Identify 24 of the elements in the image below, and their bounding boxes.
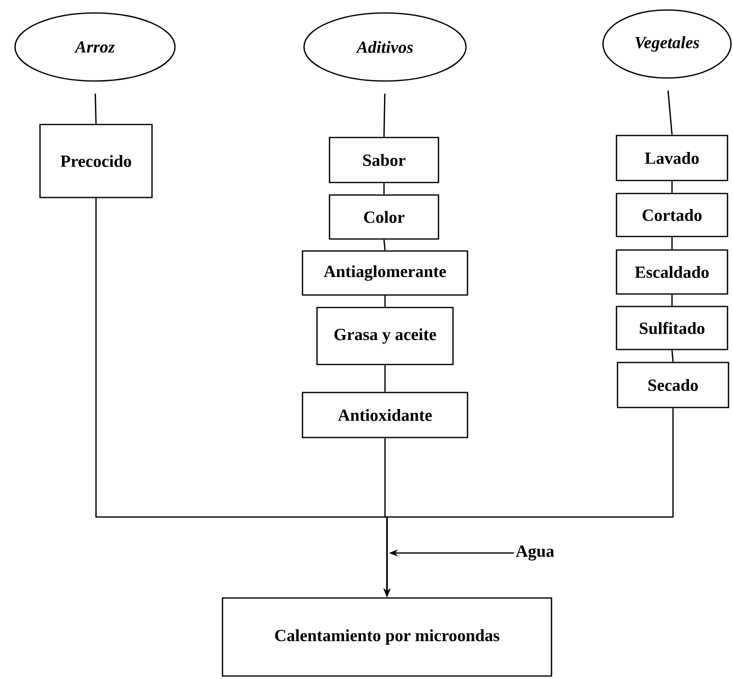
process-box: Color (328, 194, 440, 240)
process-box: Cortado (616, 192, 728, 238)
connector-line (383, 183, 385, 194)
process-box: Lavado (616, 134, 728, 182)
process-box: Antioxidante (302, 392, 468, 438)
process-box: Grasa y aceite (316, 306, 454, 366)
process-box: Antiaglomerante (302, 250, 468, 296)
process-box: Secado (616, 362, 730, 408)
connector-line (383, 240, 386, 250)
connector-line (671, 181, 673, 193)
process-box: Sulfitado (616, 306, 728, 350)
connector-line (384, 365, 386, 392)
connector-line (671, 350, 674, 362)
process-box: Calentamiento por microondas (222, 597, 552, 677)
process-box: Sabor (328, 136, 440, 184)
connector-line (384, 296, 386, 307)
input-label: Agua (516, 546, 554, 560)
connector-line (383, 94, 386, 137)
process-box: Escaldado (616, 249, 728, 295)
connector-line (94, 94, 97, 124)
connector-line (667, 90, 673, 135)
connector-line (671, 237, 673, 250)
process-box: Precocido (39, 124, 153, 198)
connector-line (671, 294, 673, 306)
